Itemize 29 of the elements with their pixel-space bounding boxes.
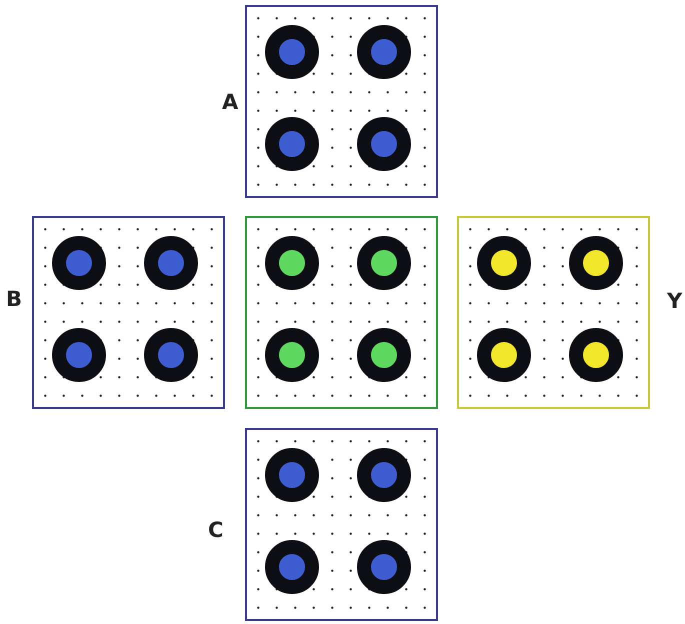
well-plate-panel	[245, 216, 438, 409]
well-circle	[265, 117, 319, 171]
well-circle	[265, 25, 319, 79]
well-circle	[52, 328, 106, 382]
well-circle	[569, 328, 623, 382]
well-plate-panel	[245, 428, 438, 621]
well-circle	[144, 328, 198, 382]
well-plate-panel	[457, 216, 650, 409]
well-circle	[52, 236, 106, 290]
well-circle	[477, 328, 531, 382]
well-circle	[357, 117, 411, 171]
panel-label: Y	[667, 291, 682, 312]
panel-label: C	[208, 520, 224, 541]
well-circle	[357, 540, 411, 594]
well-circle	[357, 328, 411, 382]
well-circle	[265, 540, 319, 594]
well-plate-panel	[32, 216, 225, 409]
well-circle	[477, 236, 531, 290]
well-circle	[357, 448, 411, 502]
well-circle	[569, 236, 623, 290]
well-circle	[357, 25, 411, 79]
well-circle	[265, 448, 319, 502]
well-circle	[265, 236, 319, 290]
well-circle	[357, 236, 411, 290]
panel-label: A	[222, 92, 238, 113]
well-plate-panel	[245, 5, 438, 198]
panel-label: B	[6, 289, 22, 310]
well-circle	[265, 328, 319, 382]
well-circle	[144, 236, 198, 290]
